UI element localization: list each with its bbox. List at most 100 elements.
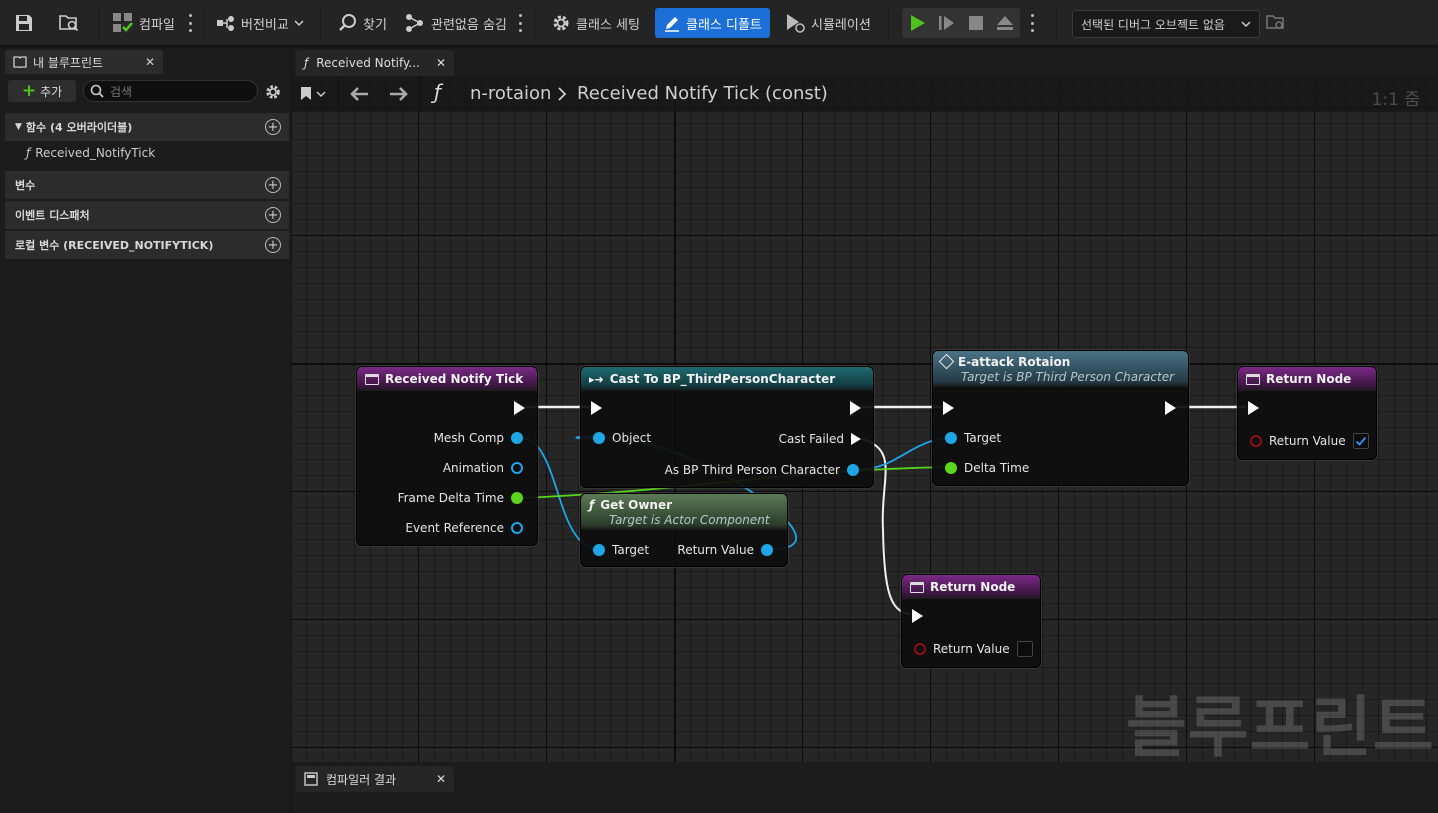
section-functions[interactable]: ▼ 함수 (4 오버라이더블) + [5, 113, 289, 141]
node-cast-to-character[interactable]: ▸➜ Cast To BP_ThirdPersonCharacter Objec… [580, 366, 874, 488]
hide-unrelated-button[interactable]: 관련없음 숨김 [404, 8, 507, 38]
pin-return-value[interactable]: Return Value [1250, 433, 1369, 449]
breadcrumb: ƒ n-rotaion Received Notify Tick (const)… [292, 76, 1438, 112]
tab-received-notify-label: Received Notify... [316, 56, 420, 70]
node-subtitle: Target is BP Third Person Character [961, 369, 1175, 384]
pin-target[interactable]: Target [945, 431, 1001, 445]
node-received-notify-tick[interactable]: Received Notify Tick Mesh Comp Animation… [356, 366, 538, 546]
pin-target[interactable]: Target [593, 543, 649, 557]
find-button[interactable]: 찾기 [338, 8, 387, 38]
stop-icon[interactable] [968, 15, 984, 31]
exec-out-pin[interactable] [850, 401, 861, 415]
exec-pin-icon [1248, 401, 1259, 415]
find-debug-object-button[interactable] [1266, 8, 1286, 38]
section-local-variables[interactable]: 로컬 변수 (RECEIVED_NOTIFYTICK) + [5, 231, 289, 259]
function-item[interactable]: ƒ Received_NotifyTick [26, 146, 155, 160]
simulation-button[interactable]: 시뮬레이션 [784, 8, 871, 38]
compiler-results-icon [304, 772, 318, 786]
hide-unrelated-options-button[interactable] [518, 14, 522, 32]
compile-button[interactable]: 컴파일 [112, 8, 175, 38]
diff-icon [217, 16, 234, 31]
add-function-icon[interactable]: + [265, 119, 281, 135]
exec-pin-icon [912, 609, 923, 623]
pin-frame-delta-time[interactable]: Frame Delta Time [398, 491, 523, 505]
class-settings-label: 클래스 세팅 [576, 17, 640, 33]
settings-gear-icon[interactable] [264, 83, 282, 101]
breadcrumb-root[interactable]: n-rotaion [470, 83, 552, 104]
exec-in-pin[interactable] [1248, 401, 1259, 415]
pin-label: As BP Third Person Character [664, 463, 840, 477]
exec-in-pin[interactable] [943, 401, 954, 415]
plus-icon: + [21, 80, 37, 101]
search-placeholder: 검색 [110, 84, 133, 99]
object-pin-icon [761, 544, 773, 556]
exec-in-pin[interactable] [912, 609, 923, 623]
diff-button[interactable]: 버전비교 [216, 8, 304, 38]
node-header: ▸➜ Cast To BP_ThirdPersonCharacter [581, 367, 873, 391]
chevron-down-icon [316, 90, 326, 97]
search-icon [90, 84, 104, 98]
pin-event-reference[interactable]: Event Reference [405, 521, 523, 535]
add-dispatcher-icon[interactable]: + [265, 207, 281, 223]
bookmark-button[interactable] [300, 86, 326, 101]
add-variable-icon[interactable]: + [265, 177, 281, 193]
add-local-variable-icon[interactable]: + [265, 237, 281, 253]
tab-my-blueprint[interactable]: 내 블루프린트 ✕ [5, 50, 163, 74]
forward-arrow-icon[interactable] [388, 85, 410, 103]
breadcrumb-current: Received Notify Tick (const) [577, 83, 828, 104]
play-options-button[interactable] [1030, 14, 1034, 32]
node-e-attack-rotaion[interactable]: E-attack Rotaion Target is BP Third Pers… [932, 350, 1189, 486]
close-icon[interactable]: ✕ [435, 772, 446, 786]
pin-as-character[interactable]: As BP Third Person Character [665, 463, 859, 477]
exec-out-pin[interactable] [514, 401, 525, 415]
node-header: Received Notify Tick [357, 367, 537, 391]
tab-received-notify[interactable]: ƒ Received Notify... ✕ [296, 50, 454, 76]
tab-compiler-results-label: 컴파일러 결과 [326, 772, 397, 787]
node-return-1[interactable]: Return Node Return Value [1237, 366, 1377, 460]
object-pin-icon [511, 462, 523, 474]
pin-cast-failed[interactable]: Cast Failed [779, 432, 861, 446]
search-input[interactable]: 검색 [83, 80, 258, 102]
compile-options-button[interactable] [188, 14, 192, 32]
play-icon[interactable] [908, 14, 926, 32]
pin-label: Animation [442, 461, 504, 475]
pin-return-value[interactable]: Return Value [914, 641, 1033, 657]
object-pin-icon [593, 432, 605, 444]
class-settings-button[interactable]: 클래스 세팅 [551, 8, 640, 38]
debug-object-select[interactable]: 선택된 디버그 오브젝트 없음 [1072, 10, 1260, 38]
exec-in-pin[interactable] [591, 401, 602, 415]
exec-pin-icon [591, 401, 602, 415]
pin-mesh-comp[interactable]: Mesh Comp [434, 431, 523, 445]
add-button[interactable]: + 추가 [8, 80, 76, 102]
return-value-checkbox[interactable] [1016, 641, 1033, 657]
class-defaults-button[interactable]: 클래스 디폴트 [655, 8, 770, 38]
folder-search-icon [59, 15, 79, 32]
chevron-down-icon [294, 20, 304, 27]
pin-animation[interactable]: Animation [443, 461, 523, 475]
browse-button[interactable] [58, 8, 80, 38]
hide-unrelated-label: 관련없음 숨김 [431, 17, 507, 33]
node-return-2[interactable]: Return Node Return Value [901, 574, 1041, 668]
return-value-checkbox[interactable] [1352, 433, 1369, 449]
eject-icon[interactable] [996, 15, 1014, 31]
save-icon [16, 15, 32, 31]
tab-compiler-results[interactable]: 컴파일러 결과 ✕ [296, 766, 454, 792]
section-variables[interactable]: 변수 + [5, 171, 289, 199]
pin-label: Target [612, 543, 650, 557]
pin-delta-time[interactable]: Delta Time [945, 461, 1029, 475]
back-arrow-icon[interactable] [348, 85, 370, 103]
save-button[interactable] [14, 8, 34, 38]
pin-label: Object [612, 431, 652, 445]
checkmark-icon [1355, 436, 1366, 446]
simulation-icon [787, 14, 805, 33]
pin-return-value[interactable]: Return Value [677, 543, 773, 557]
close-icon[interactable]: ✕ [435, 56, 446, 70]
step-icon[interactable] [938, 14, 956, 32]
close-icon[interactable]: ✕ [144, 55, 155, 69]
object-pin-icon [593, 544, 605, 556]
pin-object[interactable]: Object [593, 431, 651, 445]
section-dispatchers[interactable]: 이벤트 디스패처 + [5, 201, 289, 229]
pin-label: Return Value [933, 642, 1010, 656]
exec-out-pin[interactable] [1165, 401, 1176, 415]
